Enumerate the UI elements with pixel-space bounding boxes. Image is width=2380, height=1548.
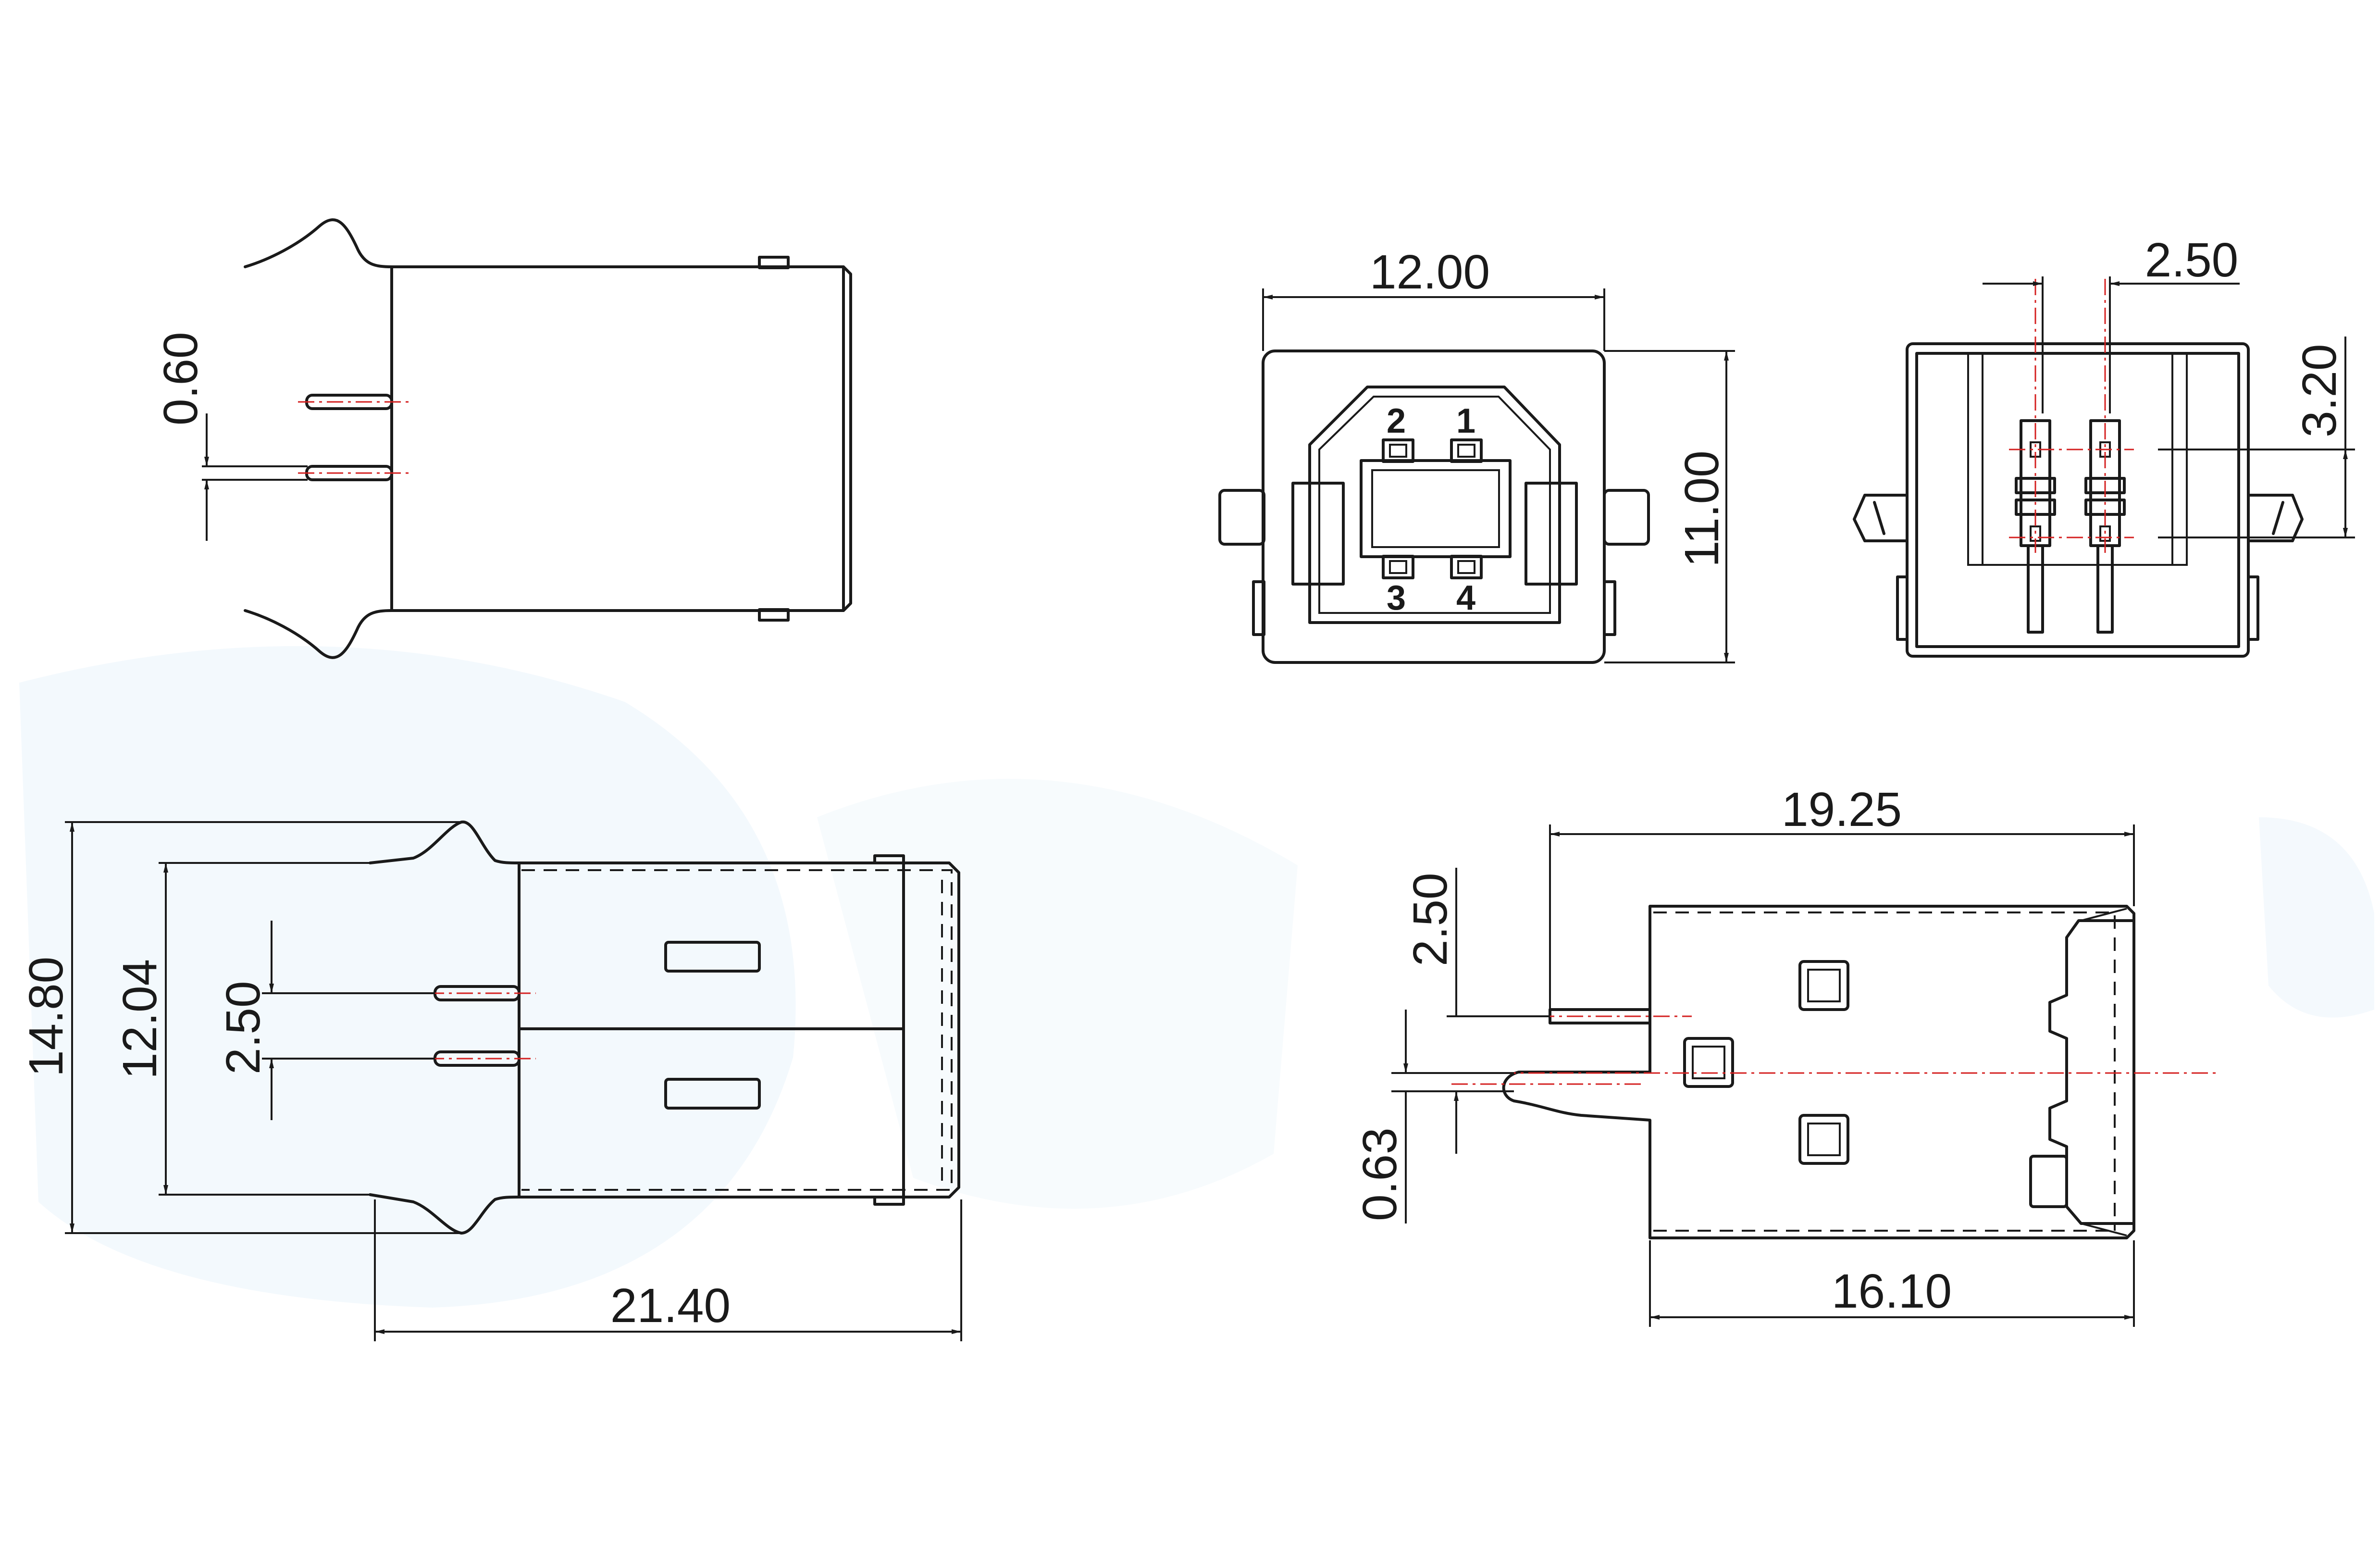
pin-label-3: 3: [1387, 579, 1406, 617]
dim-overall-height: 14.80: [19, 957, 73, 1077]
bottom-top-view: 14.80 12.04 2.50 21.40: [19, 820, 962, 1341]
dim-top-pin-thickness: 0.60: [154, 332, 208, 425]
pin-label-1: 1: [1456, 402, 1475, 440]
pin-label-4: 4: [1456, 579, 1475, 617]
dim-rear-pin-pitch: 2.50: [2145, 233, 2239, 287]
dim-side-overall-length: 19.25: [1782, 783, 1902, 836]
dim-overall-length: 21.40: [610, 1279, 731, 1333]
dim-bottom-pin-pitch: 2.50: [216, 981, 270, 1074]
dim-front-height: 11.00: [1675, 450, 1729, 567]
front-view: 2 1 3 4 12.00 11.00: [1218, 245, 1735, 664]
pin-label-2: 2: [1387, 402, 1406, 440]
dim-side-pin-pitch: 2.50: [1403, 873, 1457, 966]
bottom-side-view: 19.25 2.50 0.63 16.10: [1353, 783, 2216, 1327]
dim-side-body-length: 16.10: [1832, 1264, 1952, 1318]
dim-rear-row-spacing: 3.20: [2293, 344, 2346, 437]
dim-body-height: 12.04: [113, 959, 167, 1079]
dim-front-width: 12.00: [1370, 245, 1490, 299]
rear-view: 2.50 3.20: [1853, 233, 2355, 658]
top-side-view: 0.60: [154, 218, 852, 659]
dim-side-pin-thickness: 0.63: [1353, 1127, 1407, 1221]
watermark: [19, 646, 2374, 1308]
